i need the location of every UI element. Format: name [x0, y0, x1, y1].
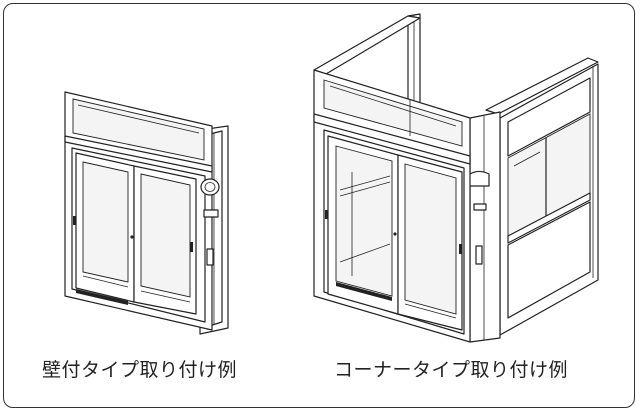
wall-type-unit-illustration [64, 91, 229, 335]
intercom-knob [200, 178, 220, 196]
transom-glass [72, 98, 205, 161]
transom-glass-front [323, 79, 463, 147]
corner-post [469, 111, 501, 343]
caption-wall-type: 壁付タイプ取り付け例 [42, 359, 238, 381]
caption-corner-type: コーナータイプ取り付け例 [334, 359, 569, 381]
corner-type-unit-illustration [313, 13, 599, 343]
call-slot [203, 209, 219, 218]
